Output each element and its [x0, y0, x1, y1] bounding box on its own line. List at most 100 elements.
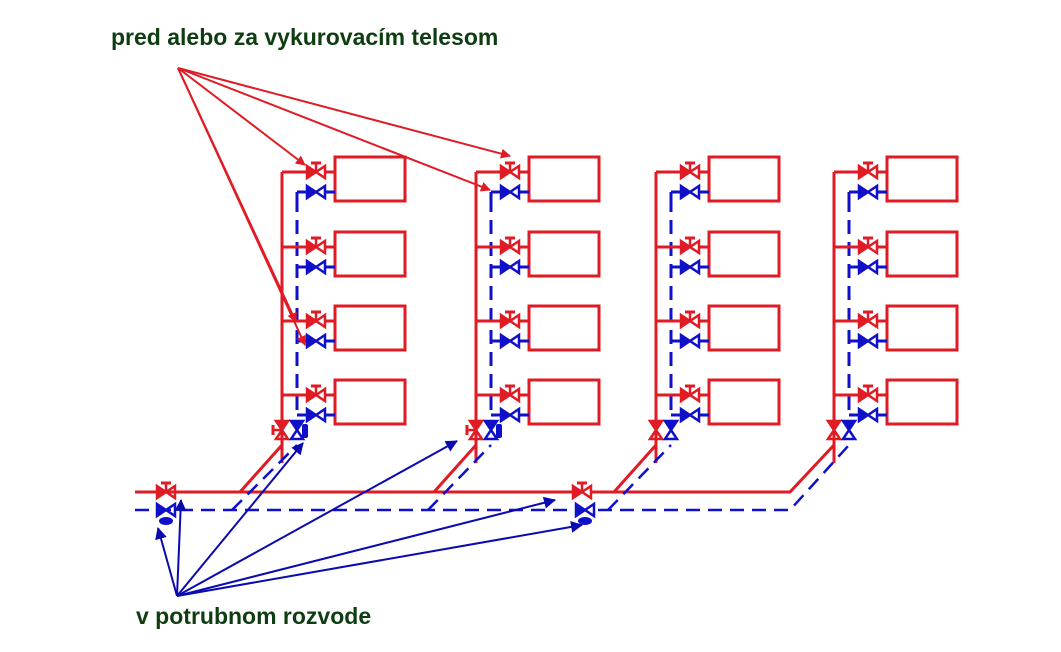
radiator	[885, 230, 959, 278]
radiator-supply-valve	[499, 310, 521, 330]
radiator	[885, 304, 959, 352]
valve-fill	[665, 421, 677, 430]
main-supply-pipe	[592, 443, 836, 494]
radiator-return-valve	[857, 183, 879, 201]
radiator-return-valve	[499, 258, 521, 276]
annotation-arrow-blue	[176, 442, 304, 597]
radiator-return-valve	[499, 406, 521, 424]
radiator-supply-valve	[305, 384, 327, 404]
valve-fill	[859, 261, 868, 273]
valve-fill	[859, 335, 868, 347]
valve-fill	[276, 421, 288, 430]
annotation-arrow-blue	[176, 496, 556, 597]
radiator	[707, 230, 781, 278]
radiator-return-valve	[679, 183, 701, 201]
valve-fill	[859, 166, 868, 178]
return-valve-drain	[302, 424, 308, 438]
valve-fill	[843, 421, 855, 430]
radiator-return-valve	[857, 332, 879, 350]
annotation-arrow-blue	[176, 440, 458, 597]
annotation-arrow-blue	[176, 520, 583, 597]
radiator-return-valve	[679, 258, 701, 276]
radiator-return-valve	[305, 258, 327, 276]
valve-fill	[501, 261, 510, 273]
radiator-supply-valve	[679, 310, 701, 330]
riser-supply-valve	[271, 419, 291, 441]
radiator	[333, 378, 407, 426]
valve-fill	[859, 186, 868, 198]
radiator-supply-valve	[857, 310, 879, 330]
valve-fill	[307, 409, 316, 421]
valve-fill	[470, 421, 482, 430]
valve-fill	[157, 504, 166, 516]
main-return-pipe	[598, 444, 850, 512]
valve-fill	[485, 421, 497, 430]
radiator-supply-valve	[305, 161, 327, 181]
valve-fill	[307, 241, 316, 253]
annotation-label-pipe-valves: v potrubnom rozvode	[136, 603, 372, 629]
radiator-supply-valve	[305, 310, 327, 330]
radiator-return-valve	[857, 258, 879, 276]
valve-fill	[859, 241, 868, 253]
radiator-supply-valve	[857, 236, 879, 256]
annotation-arrow-red	[177, 67, 306, 346]
supply-riser-connector	[432, 444, 478, 493]
valve-fill	[681, 335, 690, 347]
valve-fill	[859, 409, 868, 421]
valve-fill	[681, 241, 690, 253]
radiator	[707, 304, 781, 352]
valve-fill	[681, 186, 690, 198]
radiator	[527, 155, 601, 203]
return-riser-connector	[427, 444, 492, 511]
valve-fill	[828, 421, 840, 430]
radiator	[333, 230, 407, 278]
radiator-return-valve	[305, 332, 327, 350]
valve-fill	[501, 241, 510, 253]
supply-riser-connector	[238, 444, 284, 493]
radiator-return-valve	[499, 332, 521, 350]
radiator-supply-valve	[679, 161, 701, 181]
main-return-valve-drain	[578, 517, 592, 525]
main-supply-valve	[155, 481, 177, 501]
valve-fill	[859, 389, 868, 401]
valve-fill	[501, 389, 510, 401]
valve-fill	[291, 421, 303, 430]
valve-fill	[650, 421, 662, 430]
radiator	[885, 155, 959, 203]
radiator	[527, 378, 601, 426]
riser-supply-valve	[465, 419, 485, 441]
annotation-arrow-red	[177, 67, 491, 192]
valve-fill	[307, 389, 316, 401]
main-supply-valve	[571, 481, 593, 501]
radiator-return-valve	[857, 406, 879, 424]
radiator	[527, 230, 601, 278]
return-riser-connector	[231, 444, 298, 511]
radiator-supply-valve	[499, 384, 521, 404]
riser-return-valve	[662, 419, 680, 441]
valve-fill	[501, 186, 510, 198]
return-valve-drain	[496, 424, 502, 438]
valve-fill	[681, 409, 690, 421]
valve-fill	[576, 504, 585, 516]
valve-fill	[307, 335, 316, 347]
riser-return-valve	[840, 419, 858, 441]
valve-fill	[681, 261, 690, 273]
valve-fill	[307, 261, 316, 273]
radiator-return-valve	[305, 183, 327, 201]
radiator	[333, 155, 407, 203]
radiator-return-valve	[499, 183, 521, 201]
valve-fill	[501, 315, 510, 327]
radiator-supply-valve	[679, 384, 701, 404]
valve-fill	[307, 166, 316, 178]
riser-supply-valve	[647, 419, 665, 441]
supply-riser-connector	[612, 444, 658, 493]
radiator-supply-valve	[499, 236, 521, 256]
radiator	[885, 378, 959, 426]
main-return-valve-drain	[159, 517, 173, 525]
valve-fill	[157, 486, 166, 498]
annotation-arrow-blue	[174, 499, 187, 597]
radiator-supply-valve	[857, 384, 879, 404]
valve-fill	[681, 166, 690, 178]
radiator	[333, 304, 407, 352]
